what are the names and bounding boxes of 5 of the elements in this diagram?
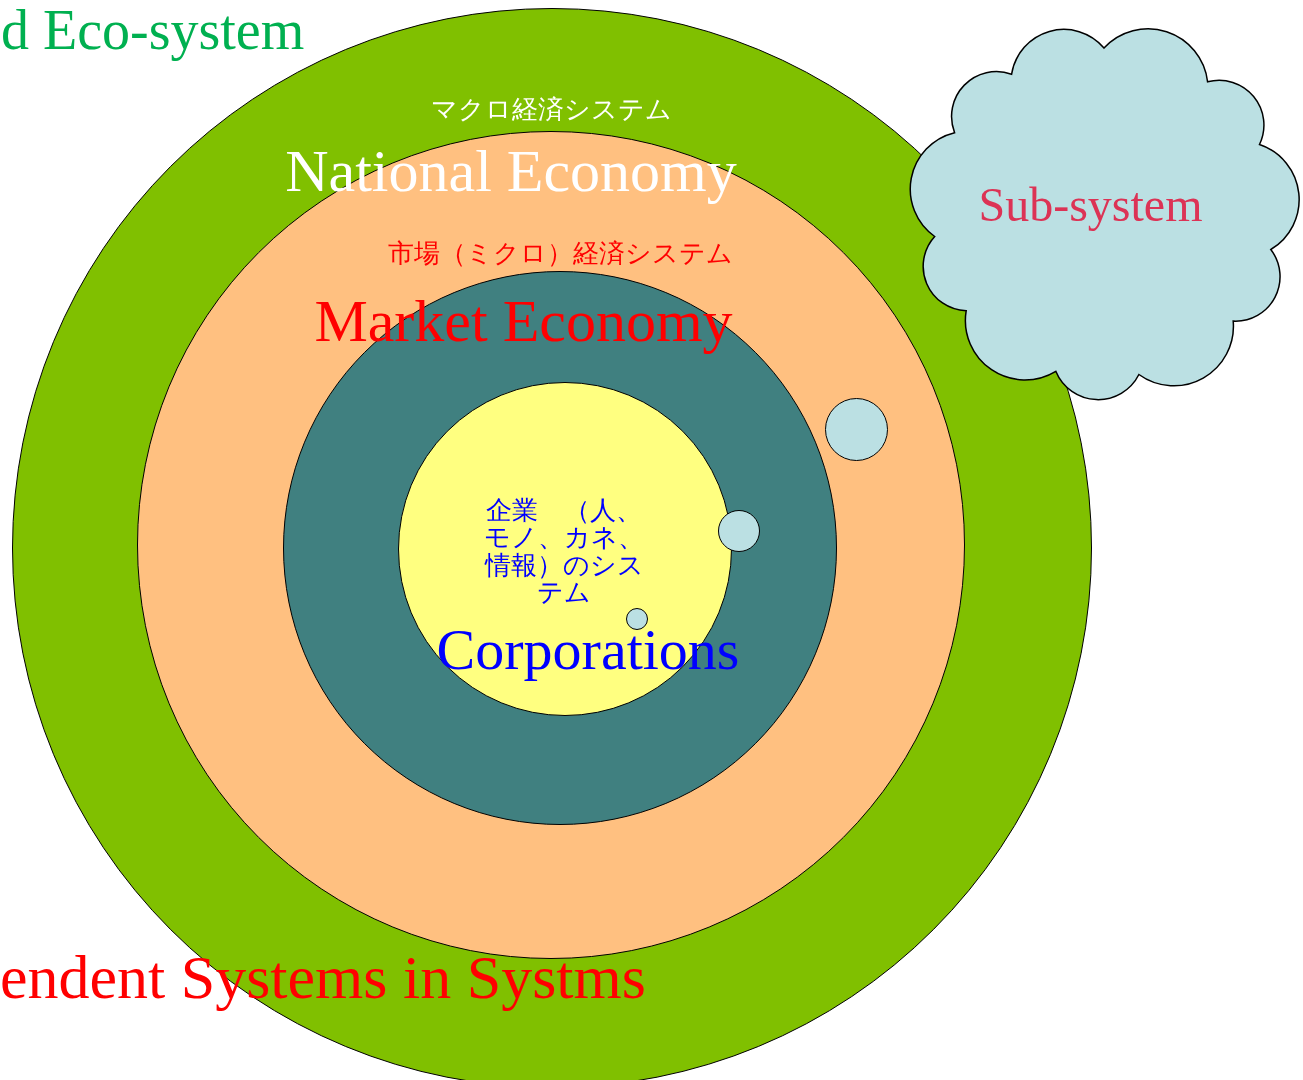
japanese-heading: マクロ経済システム [430,96,672,124]
heading: Sub-system [978,179,1203,230]
japanese-heading: 企業 （人、モノ、カネ、情報）のシステム [483,497,645,607]
heading: d Eco-system [1,1,305,60]
japanese-heading: 市場（ミクロ）経済システム [388,239,733,268]
